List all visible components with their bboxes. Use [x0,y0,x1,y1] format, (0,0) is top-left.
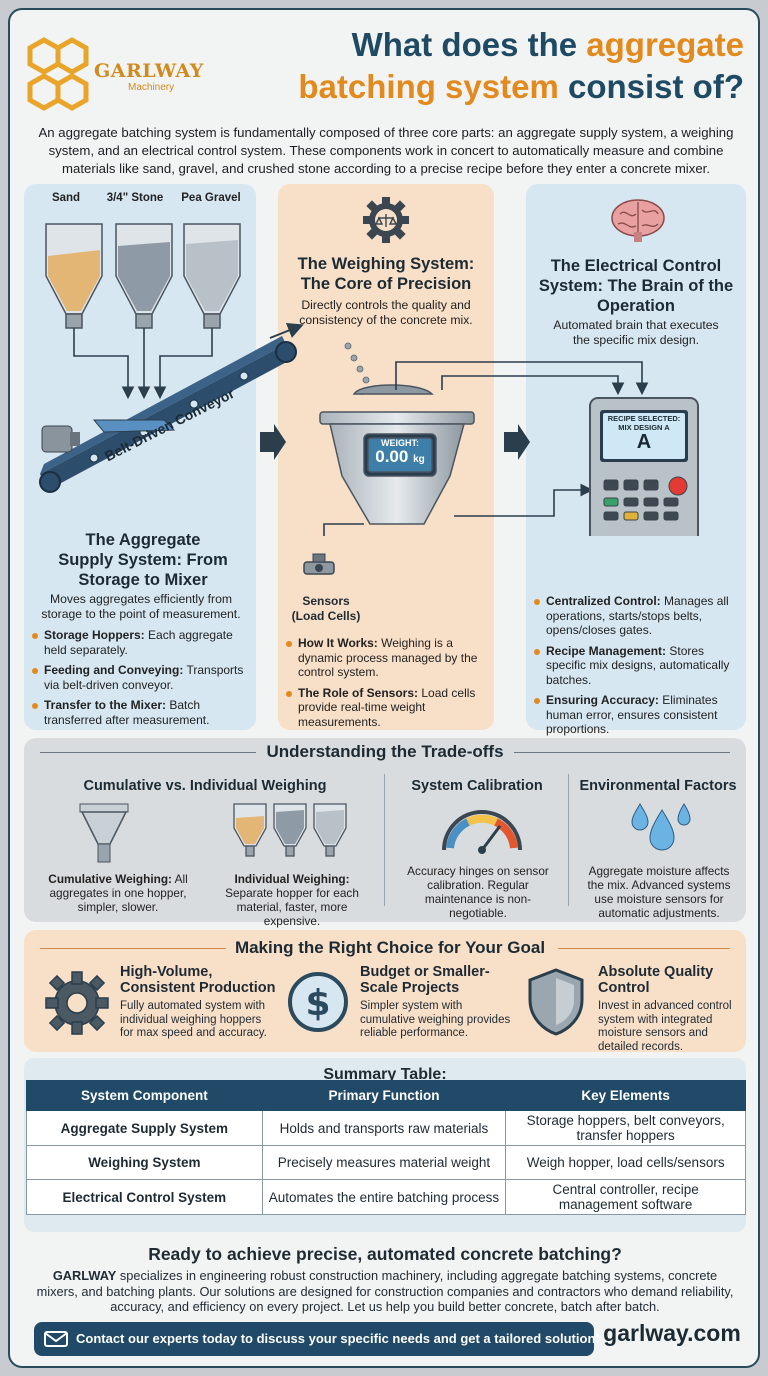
table-row: Weighing System Precisely measures mater… [26,1145,746,1180]
honeycomb-logo-icon [27,37,89,111]
list-item: Recipe Management: Stores specific mix d… [534,644,744,688]
list-item: Ensuring Accuracy: Eliminates human erro… [534,693,744,737]
weight-value: 0.00 [375,447,409,466]
intro-text: An aggregate batching system is fundamen… [38,125,734,176]
choice-item-2-title: Budget or Smaller-Scale Projects [360,964,490,996]
list-item: Transfer to the Mixer: Batch transferred… [32,698,246,727]
website-link[interactable]: garlway.com [603,1320,741,1346]
infographic: GARLWAY Machinery What does the aggregat… [8,8,760,1368]
weighing-heading: The Weighing System: The Core of Precisi… [297,255,475,293]
calibration-heading: System Calibration [411,778,543,794]
environment-heading: Environmental Factors [579,778,737,794]
table-header-row: System Component Primary Function Key El… [26,1080,746,1111]
cumulative-heading: Cumulative vs. Individual Weighing [83,778,327,794]
hopper-label-sand: Sand [51,192,81,204]
environment-text: Aggregate moisture affects the mix. Adva… [587,864,731,920]
column-header: System Component [26,1080,263,1111]
gear-icon [45,971,109,1035]
supply-bullets: Storage Hoppers: Each aggregate held sep… [32,628,246,733]
scale-gear-icon [363,197,409,243]
single-hopper-icon [79,803,129,863]
individual-weighing-text: Individual Weighing: Separate hopper for… [225,872,359,928]
hopper-label-stone: 3/4" Stone [106,192,164,204]
svg-text:$: $ [305,983,330,1024]
stone-hopper [115,223,173,329]
arrow-supply-to-weighing [260,424,286,460]
brain-icon [611,199,665,242]
brand-logo: GARLWAY Machinery [24,32,214,112]
mail-icon [44,1331,68,1347]
dollar-icon: $ [288,972,348,1032]
arrow-weighing-to-control [504,424,530,460]
weight-unit: kg [413,454,425,465]
gauge-icon [442,810,522,854]
column-header: Key Elements [505,1080,746,1111]
sensor-label: Sensors (Load Cells) [291,594,361,623]
choice-item-2-text: Simpler system with cumulative weighing … [360,1000,511,1039]
cta-heading: Ready to achieve precise, automated conc… [148,1244,622,1264]
tradeoffs-heading: Understanding the Trade-offs [266,742,504,761]
supply-heading: The Aggregate Supply System: From Storag… [58,531,228,589]
shield-icon [528,968,584,1036]
summary-heading: Summary Table: [323,1066,447,1083]
calibration-text: Accuracy hinges on sensor calibration. R… [407,864,549,920]
process-diagram [39,223,699,536]
column-header: Primary Function [261,1080,507,1111]
list-item: Feeding and Conveying: Transports via be… [32,663,246,692]
pea-gravel-hopper [183,223,241,329]
load-cell-sensor-icon [303,553,335,575]
controller-screen: RECIPE SELECTED: MIX DESIGN A A [607,414,681,453]
list-item: The Role of Sensors: Load cells provide … [286,686,490,730]
control-bullets: Centralized Control: Manages all operati… [534,594,744,743]
contact-button[interactable]: Contact our experts today to discuss you… [34,1322,600,1356]
cta-text: GARLWAY specializes in engineering robus… [36,1268,734,1314]
cumulative-weighing-text: Cumulative Weighing: All aggregates in o… [48,872,188,914]
sand-hopper [45,223,103,329]
brand-sub: Machinery [128,82,175,93]
table-row: Electrical Control System Automates the … [26,1179,746,1215]
choice-item-1-title: High-Volume, Consistent Production [120,964,276,996]
tradeoffs-panel [24,738,746,922]
choice-item-1-text: Fully automated system with individual w… [120,1000,267,1039]
list-item: Centralized Control: Manages all operati… [534,594,744,638]
hopper-label-pea-gravel: Pea Gravel [181,192,241,204]
supply-desc: Moves aggregates efficiently from storag… [41,592,241,621]
weighing-desc: Directly controls the quality and consis… [299,298,473,327]
control-panel-device [589,397,699,536]
page-title: What does the aggregate batching system … [298,26,744,105]
contact-button-label: Contact our experts today to discuss you… [76,1331,600,1346]
control-heading: The Electrical Control System: The Brain… [538,257,734,315]
table-row: Aggregate Supply System Holds and transp… [26,1110,746,1146]
brand-name: GARLWAY [94,60,204,82]
weigh-hopper [319,384,475,525]
list-item: How It Works: Weighing is a dynamic proc… [286,636,490,680]
control-desc: Automated brain that executes the specif… [553,318,719,347]
list-item: Storage Hoppers: Each aggregate held sep… [32,628,246,657]
belt-conveyor [39,323,304,493]
choice-item-3-title: Absolute Quality Control [598,964,714,996]
weight-display: WEIGHT: 0.00 kg [375,438,425,466]
choice-panel [24,930,746,1052]
choice-heading: Making the Right Choice for Your Goal [234,938,546,957]
summary-table: System Component Primary Function Key El… [26,1080,746,1215]
choice-item-3-text: Invest in advanced control system with i… [598,1000,732,1053]
weighing-bullets: How It Works: Weighing is a dynamic proc… [286,636,490,735]
multiple-hoppers-icon [233,803,347,857]
water-drops-icon [631,803,691,851]
